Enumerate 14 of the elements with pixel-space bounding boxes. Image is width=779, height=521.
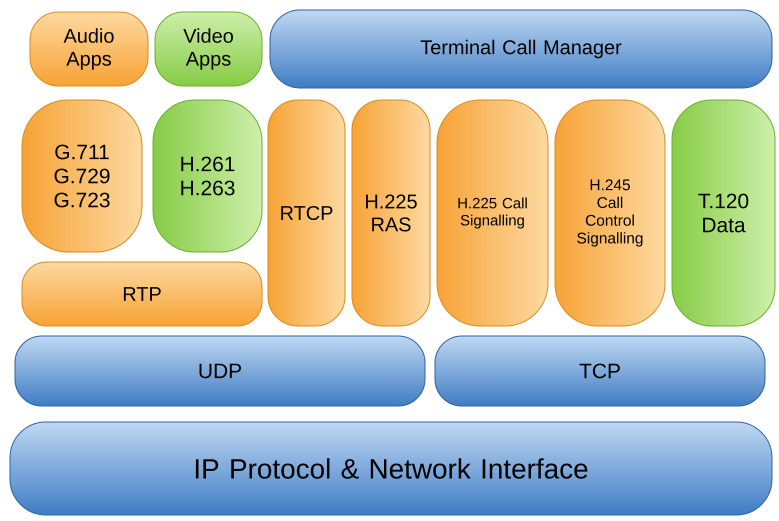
protocol-box: IP Protocol & Network Interface <box>10 421 772 516</box>
protocol-box: T.120 Data <box>672 99 776 326</box>
protocol-box: Audio Apps <box>30 12 148 86</box>
protocol-box: Terminal Call Manager <box>270 10 772 88</box>
protocol-box: TCP <box>434 335 766 406</box>
protocol-box: H.261 H.263 <box>152 99 262 252</box>
protocol-box: G.711 G.729 G.723 <box>22 99 142 252</box>
protocol-box: H.245 Call Control Signalling <box>554 99 666 326</box>
protocol-box: UDP <box>14 335 426 406</box>
protocol-box: H.225 Call Signalling <box>436 99 548 326</box>
protocol-box: RTCP <box>268 99 346 326</box>
protocol-box: H.225 RAS <box>352 99 430 326</box>
protocol-box: RTP <box>22 261 262 326</box>
protocol-box: Video Apps <box>154 12 262 86</box>
